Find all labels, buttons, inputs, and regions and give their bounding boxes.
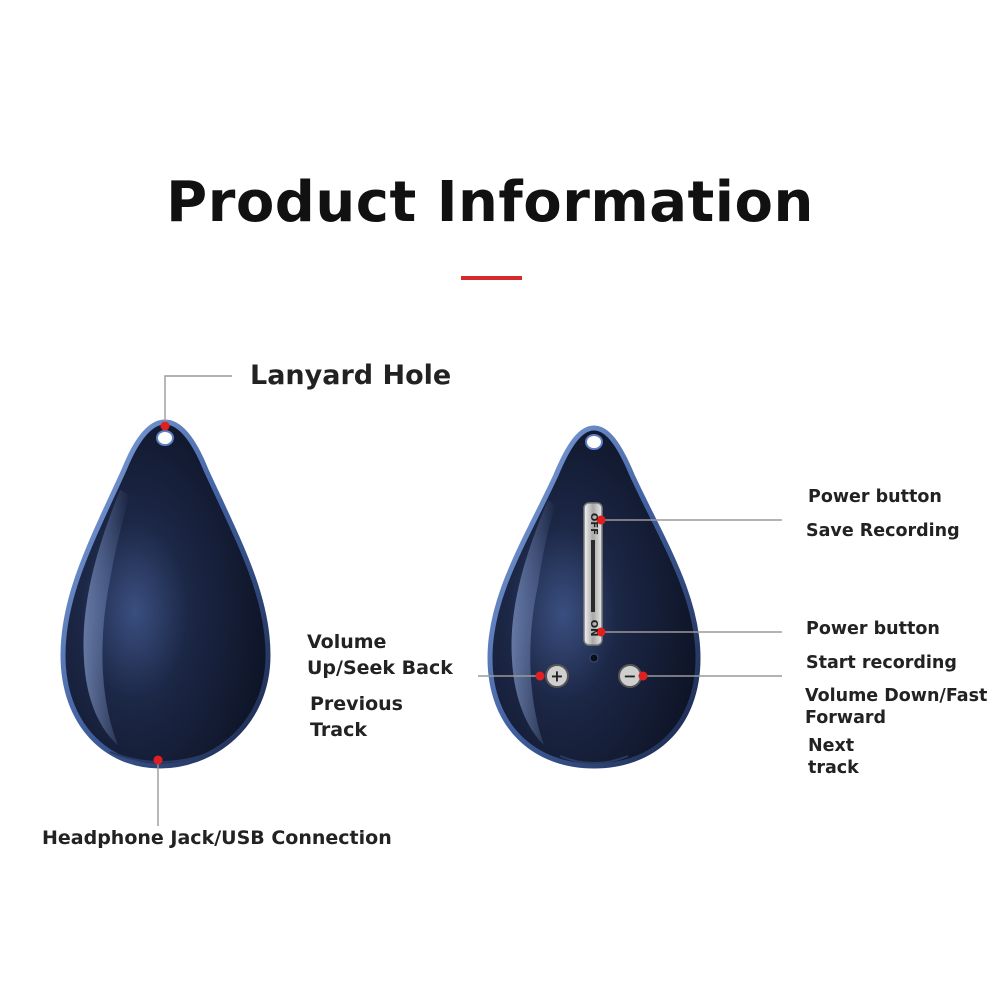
device-back-shine — [511, 500, 556, 745]
label-power-off: Power button — [808, 487, 942, 507]
lanyard-hole-icon — [156, 430, 174, 446]
marker-lanyard — [160, 421, 170, 431]
leader-lanyard — [164, 375, 232, 426]
power-slider-groove — [591, 540, 595, 612]
volume-up-button — [545, 664, 569, 688]
title-underline — [461, 276, 522, 280]
device-back-bottom-seam — [559, 755, 629, 764]
label-save-recording: Save Recording — [806, 521, 960, 541]
marker-headphone — [153, 755, 163, 765]
marker-power-on — [596, 627, 606, 637]
label-lanyard-hole: Lanyard Hole — [250, 360, 452, 391]
label-headphone-jack: Headphone Jack/USB Connection — [42, 827, 392, 849]
slider-off-label: OFF — [588, 513, 599, 535]
label-power-on: Power button — [806, 619, 940, 639]
label-previous-1: Previous — [310, 693, 403, 715]
callout-markers — [153, 421, 648, 765]
device-front — [60, 419, 271, 769]
marker-power-off — [596, 515, 606, 525]
label-next-1: Next — [808, 736, 855, 756]
label-start-recording: Start recording — [806, 653, 957, 673]
label-volume-down-1: Volume Down/Fast — [805, 686, 988, 706]
label-volume-down-2: Forward — [805, 708, 887, 728]
slider-on-label: ON — [588, 620, 599, 637]
minus-icon: − — [623, 667, 636, 686]
lanyard-hole-icon — [585, 434, 603, 450]
leader-lines — [157, 375, 782, 826]
page-title: Product Information — [166, 170, 814, 235]
label-next-2: track — [808, 758, 859, 778]
mic-hole-icon — [589, 653, 599, 663]
plus-icon: + — [550, 667, 563, 686]
label-previous-2: Track — [310, 719, 367, 741]
label-volume-up-2: Up/Seek Back — [307, 657, 453, 679]
marker-volume-up — [535, 671, 545, 681]
device-back — [487, 425, 701, 769]
label-volume-up-1: Volume — [307, 631, 387, 653]
marker-volume-down — [638, 671, 648, 681]
device-front-shine — [83, 490, 130, 745]
